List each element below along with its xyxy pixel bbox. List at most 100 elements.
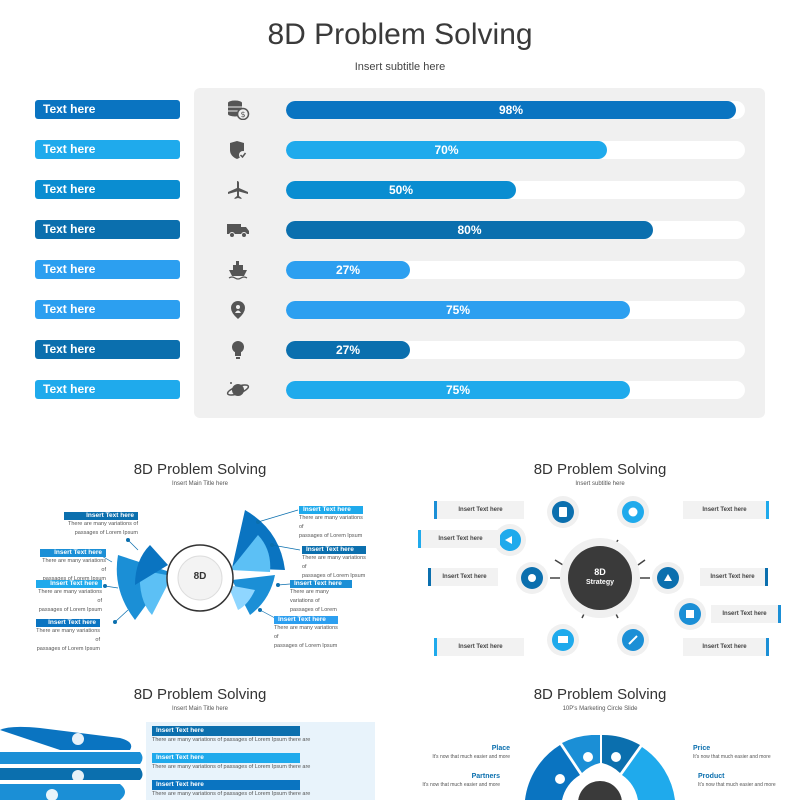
thumb1-item: Insert Text here There are many variatio… (299, 506, 363, 541)
thumb1-item-body: passages of Lorem Ipsum (299, 533, 363, 539)
progress-fill: 80% (286, 221, 653, 239)
thumb4-subtitle: 10P's Marketing Circle Slide (562, 706, 638, 712)
thumb1-item: Insert Text here There are many variatio… (302, 546, 366, 581)
thumb1-item-body: passages of Lorem Ipsum (274, 643, 338, 649)
thumb2-title: 8D Problem Solving (533, 461, 667, 478)
ship-icon (226, 260, 250, 280)
thumb2-pill[interactable]: Insert Text here (434, 501, 524, 519)
thumb1-item-body: passages of Lorem Ipsum (38, 607, 102, 613)
thumb4-item-partners: Partners It's now that much easier and m… (410, 773, 500, 788)
progress-fill: 70% (286, 141, 607, 159)
progress-fill: 27% (286, 261, 410, 279)
thumb2-pill[interactable]: Insert Text here (683, 501, 769, 519)
thumb2-diagram (494, 496, 706, 656)
thumb2-pill[interactable]: Insert Text here (418, 530, 500, 548)
thumb1-item-body: passages of Lorem Ipsum (42, 576, 106, 582)
thumb1-item-body: passages of Lorem Ipsum (74, 530, 138, 536)
thumb3-item: Insert Text here There are many variatio… (152, 780, 372, 799)
thumb1-subtitle: Insert Main Title here (171, 481, 229, 487)
slide-subtitle: Insert subtitle here (354, 61, 446, 73)
thumb1-item-title: Insert Text here (40, 549, 106, 557)
thumb1-item: Insert Text here There are many variatio… (36, 619, 100, 654)
planet-icon (226, 380, 250, 400)
slide-title: 8D Problem Solving (267, 18, 533, 51)
thumb4-item-price: Price It's now that much easier and more (693, 745, 793, 760)
thumb1-title: 8D Problem Solving (133, 461, 267, 478)
row-label[interactable]: Text here (35, 380, 180, 399)
thumb1-item-title: Insert Text here (64, 512, 138, 520)
thumb1-diagram (98, 509, 301, 624)
lightbulb-icon (226, 340, 250, 360)
thumb4-item-body: It's now that much easier and more (422, 782, 500, 788)
thumb1-item-body: There are many variations of (36, 628, 100, 643)
thumb1-item-body: There are many variations of (42, 558, 106, 573)
thumb3-item-body: There are many variations of passages of… (152, 764, 311, 770)
thumb4-title: 8D Problem Solving (533, 686, 667, 703)
thumb1-item-body: There are many variations of (299, 515, 363, 530)
row-label[interactable]: Text here (35, 220, 180, 239)
thumb4-item-title: Partners (471, 773, 500, 780)
progress-fill: 75% (286, 381, 630, 399)
thumb1-item: Insert Text here There are many variatio… (64, 512, 138, 538)
thumb1-item-body: There are many variations of (274, 625, 338, 640)
thumb1-item-body: There are many variations of (290, 589, 329, 604)
thumb1-item-body: There are many variations of (38, 589, 102, 604)
row-label[interactable]: Text here (35, 340, 180, 359)
airplane-icon (226, 180, 250, 200)
progress-fill: 27% (286, 341, 410, 359)
thumb2-pill[interactable]: Insert Text here (700, 568, 768, 586)
thumb3-item-title: Insert Text here (152, 753, 300, 763)
truck-icon (226, 220, 250, 240)
thumb2-subtitle: Insert subtitle here (575, 481, 625, 487)
thumb1-item-title: Insert Text here (36, 580, 102, 588)
progress-track: 27% (286, 261, 745, 279)
thumb1-item-body: There are many variations of (302, 555, 366, 570)
thumb2-pill[interactable]: Insert Text here (711, 605, 781, 623)
svg-text:$: $ (240, 110, 245, 119)
thumb3-item-body: There are many variations of passages of… (152, 791, 311, 797)
thumb1-item-body: There are many variations of (67, 521, 138, 527)
thumb4-item-title: Price (693, 745, 711, 752)
thumb1-item-title: Insert Text here (302, 546, 366, 554)
row-label[interactable]: Text here (35, 140, 180, 159)
thumb2-pill[interactable]: Insert Text here (428, 568, 498, 586)
thumb4-item-body: It's now that much easier and more (698, 782, 776, 788)
row-label[interactable]: Text here (35, 260, 180, 279)
thumb2-center-sub: Strategy (585, 579, 614, 586)
progress-track: 70% (286, 141, 745, 159)
thumb3-item-body: There are many variations of passages of… (152, 737, 311, 743)
thumb4-item-product: Product It's now that much easier and mo… (698, 773, 798, 788)
progress-fill: 98% (286, 101, 736, 119)
thumb1-item-body: passages of Lorem Ipsum (36, 646, 100, 652)
thumb3-item: Insert Text here There are many variatio… (152, 726, 372, 745)
thumb1-item: Insert Text here There are many variatio… (36, 580, 102, 615)
shield-check-icon (226, 140, 250, 160)
row-label[interactable]: Text here (35, 100, 180, 119)
thumb2-pill[interactable]: Insert Text here (434, 638, 524, 656)
thumb1-center-label: 8D (193, 571, 207, 582)
thumb2-pill[interactable]: Insert Text here (683, 638, 769, 656)
thumb4-circle-diagram (525, 735, 675, 800)
progress-track: 80% (286, 221, 745, 239)
thumb1-item-title: Insert Text here (274, 616, 338, 624)
progress-panel (194, 88, 765, 418)
thumb3-hand-diagram (0, 726, 143, 800)
row-label[interactable]: Text here (35, 180, 180, 199)
progress-track: 75% (286, 301, 745, 319)
thumb1-item-title: Insert Text here (299, 506, 363, 514)
thumb3-item-title: Insert Text here (152, 726, 300, 736)
progress-track: 98% (286, 101, 745, 119)
thumb3-item: Insert Text here There are many variatio… (152, 753, 372, 772)
thumb3-item-title: Insert Text here (152, 780, 300, 790)
thumb4-item-title: Product (698, 773, 725, 780)
thumb3-title: 8D Problem Solving (133, 686, 267, 703)
thumb1-item: Insert Text here There are many variatio… (40, 549, 106, 584)
thumb1-item: Insert Text here There are many variatio… (274, 616, 338, 651)
row-label[interactable]: Text here (35, 300, 180, 319)
progress-track: 50% (286, 181, 745, 199)
progress-track: 75% (286, 381, 745, 399)
thumb4-item-body: It's now that much easier and more (693, 754, 771, 760)
person-pin-icon (226, 300, 250, 320)
thumb4-item-place: Place It's now that much easier and more (420, 745, 510, 760)
thumb3-subtitle: Insert Main Title here (171, 706, 229, 712)
